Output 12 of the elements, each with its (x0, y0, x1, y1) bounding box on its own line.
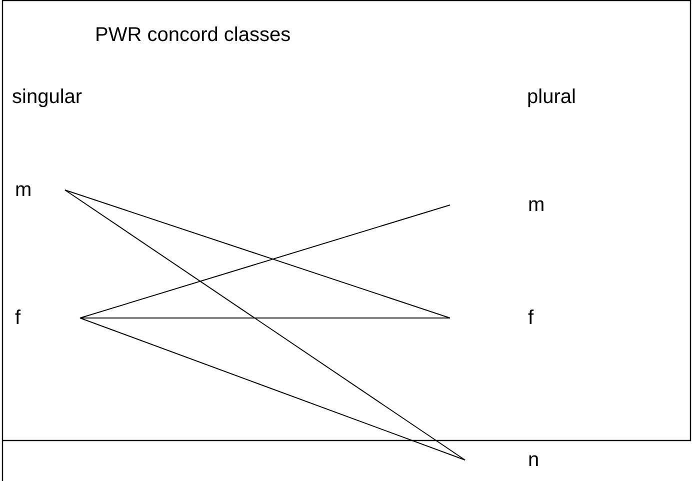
connector-line (80, 318, 466, 460)
class-label: m (528, 194, 545, 216)
connector-line (64, 190, 466, 460)
class-label: f (528, 307, 534, 329)
connector-line (80, 204, 450, 318)
column-heading: plural (527, 85, 576, 110)
class-label: m (15, 179, 32, 201)
column-heading: singular (12, 85, 82, 110)
class-label: f (15, 307, 21, 329)
class-label: n (528, 449, 540, 471)
connector-line (64, 190, 450, 318)
title: PWR concord classes (95, 23, 291, 48)
